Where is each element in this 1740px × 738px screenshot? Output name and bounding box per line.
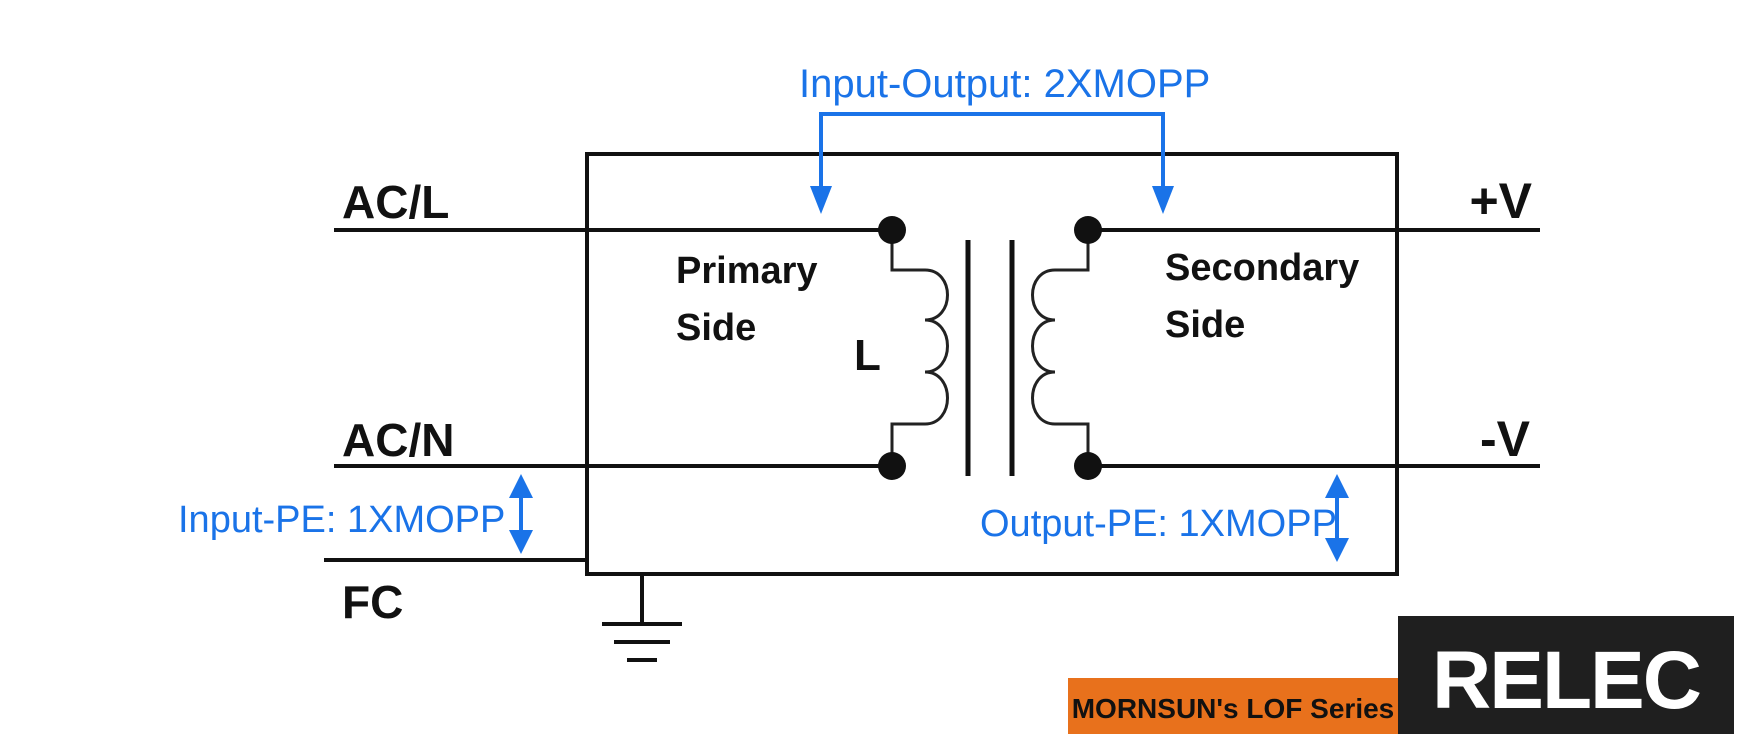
input-output-label: Input-Output: 2XMOPP xyxy=(799,62,1210,106)
secondary-side-label-line1: Secondary xyxy=(1165,247,1359,289)
terminal-label-plus-v: +V xyxy=(1469,173,1532,229)
primary-winding xyxy=(890,230,949,466)
input-output-bracket xyxy=(819,112,1165,188)
input-pe-label: Input-PE: 1XMOPP xyxy=(178,499,505,541)
terminal-label-fc: FC xyxy=(342,576,403,628)
relec-logo-icon: RELEC xyxy=(1432,635,1702,726)
node-dot-primary-bottom xyxy=(878,452,906,480)
inductor-label: L xyxy=(854,331,881,380)
secondary-side-label-line2: Side xyxy=(1165,304,1245,346)
ground-icon xyxy=(602,574,682,662)
primary-side-label-line2: Side xyxy=(676,307,756,349)
secondary-winding xyxy=(1031,230,1090,466)
output-pe-label: Output-PE: 1XMOPP xyxy=(980,503,1337,545)
node-dot-secondary-bottom xyxy=(1074,452,1102,480)
output-pe-arrow-icon xyxy=(1325,474,1349,562)
input-pe-arrow-icon xyxy=(509,474,533,554)
logo-text: RELEC xyxy=(1432,635,1700,726)
primary-side-label-line1: Primary xyxy=(676,250,818,292)
logo-box xyxy=(1398,616,1734,734)
series-banner-label: MORNSUN's LOF Series xyxy=(1072,693,1395,724)
node-dot-secondary-top xyxy=(1074,216,1102,244)
terminal-label-minus-v: -V xyxy=(1480,411,1531,467)
node-dot-primary-top xyxy=(878,216,906,244)
input-output-arrow-left-icon xyxy=(810,186,832,214)
terminal-label-ac-l: AC/L xyxy=(342,176,449,228)
module-box xyxy=(585,152,1399,576)
series-banner xyxy=(1068,678,1398,734)
terminal-label-ac-n: AC/N xyxy=(342,414,454,466)
input-output-arrow-right-icon xyxy=(1152,186,1174,214)
